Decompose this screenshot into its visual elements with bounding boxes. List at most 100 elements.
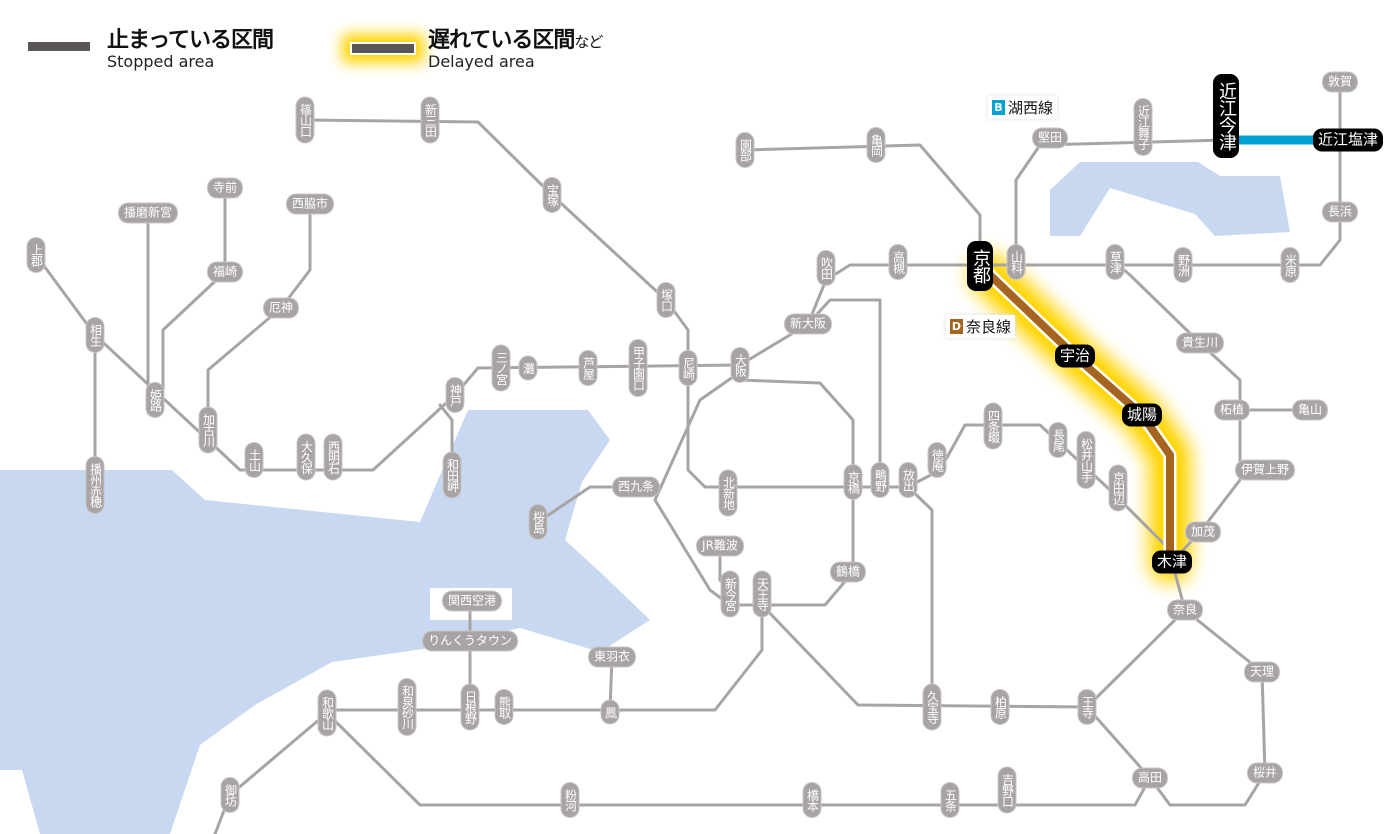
station-kusatsu[interactable]: 草津 bbox=[1106, 245, 1124, 279]
station-okubo[interactable]: 大久保 bbox=[297, 434, 315, 480]
rail-line bbox=[743, 143, 982, 268]
station-kyuhoji[interactable]: 久宝寺 bbox=[923, 684, 941, 730]
osaka-bay bbox=[0, 410, 650, 834]
station-amagasaki[interactable]: 尼崎 bbox=[679, 351, 697, 385]
station-sonobe[interactable]: 園部 bbox=[736, 133, 754, 167]
kosei-badge: B bbox=[992, 100, 1005, 115]
station-yasu[interactable]: 野洲 bbox=[1174, 248, 1192, 282]
rail-line bbox=[206, 202, 312, 442]
station-kakogawa[interactable]: 加古川 bbox=[199, 407, 217, 453]
station-aioi[interactable]: 相生 bbox=[86, 318, 104, 352]
station-nishikujo[interactable]: 西九条 bbox=[612, 477, 660, 497]
station-tsuge[interactable]: 柘植 bbox=[1214, 400, 1250, 420]
station-nada[interactable]: 灘 bbox=[519, 356, 537, 380]
station-shigino[interactable]: 鴫野 bbox=[871, 463, 889, 497]
station-himeji[interactable]: 姫路 bbox=[146, 383, 164, 417]
station-teramae[interactable]: 寺前 bbox=[207, 178, 243, 198]
nara-line-name: 奈良線 bbox=[966, 318, 1012, 336]
station-tsuruhashi[interactable]: 鶴橋 bbox=[830, 562, 866, 582]
station-takatsuki[interactable]: 高槻 bbox=[889, 245, 907, 279]
station-jrnamba[interactable]: JR難波 bbox=[697, 536, 743, 556]
station-nishiwakishi[interactable]: 西脇市 bbox=[286, 194, 334, 214]
station-banshuako[interactable]: 播州赤穂 bbox=[86, 457, 104, 513]
delayed-legend-swatch bbox=[350, 42, 416, 55]
rail-line bbox=[325, 603, 764, 712]
station-kameyama[interactable]: 亀山 bbox=[1292, 400, 1328, 420]
legend-stopped: 止まっている区間 Stopped area bbox=[107, 22, 274, 71]
station-omiimazu[interactable]: 近江今津 bbox=[1213, 74, 1239, 158]
station-tokuan[interactable]: 徳庵 bbox=[928, 443, 946, 477]
station-otori[interactable]: 鳳 bbox=[601, 700, 619, 724]
rail-line bbox=[1014, 138, 1228, 264]
station-tsuruga[interactable]: 敦賀 bbox=[1322, 72, 1358, 92]
station-fukusaki[interactable]: 福崎 bbox=[207, 262, 243, 282]
station-kyotanabe[interactable]: 京田辺 bbox=[1109, 465, 1127, 511]
station-shijonawate[interactable]: 四条畷 bbox=[984, 403, 1002, 449]
station-osaka[interactable]: 大阪 bbox=[731, 348, 749, 382]
station-nagahama[interactable]: 長浜 bbox=[1322, 202, 1358, 222]
rail-line bbox=[906, 485, 934, 709]
station-matsuiyamate[interactable]: 松井山手 bbox=[1077, 432, 1095, 488]
land-patch bbox=[0, 770, 40, 834]
line-label-nara[interactable]: D 奈良線 bbox=[946, 315, 1016, 338]
station-hineno[interactable]: 日根野 bbox=[461, 684, 479, 730]
station-yakujin[interactable]: 厄神 bbox=[263, 298, 299, 318]
station-takada[interactable]: 高田 bbox=[1132, 768, 1168, 788]
station-tennoji[interactable]: 天王寺 bbox=[753, 571, 771, 617]
station-tenri[interactable]: 天理 bbox=[1244, 662, 1280, 682]
station-rinkutown[interactable]: りんくうタウン bbox=[423, 631, 517, 651]
station-katata[interactable]: 堅田 bbox=[1032, 128, 1068, 148]
station-hashimoto[interactable]: 橋本 bbox=[803, 783, 821, 817]
station-joyo[interactable]: 城陽 bbox=[1121, 403, 1163, 427]
station-tsukaguchi[interactable]: 塚口 bbox=[657, 283, 675, 317]
station-kobe[interactable]: 神戸 bbox=[446, 378, 464, 412]
station-kumatori[interactable]: 熊取 bbox=[495, 690, 513, 724]
station-kashiwara[interactable]: 柏原 bbox=[991, 690, 1009, 724]
station-takarazuka[interactable]: 宝塚 bbox=[543, 178, 561, 212]
station-sakurai[interactable]: 桜井 bbox=[1247, 763, 1283, 783]
station-kokawa[interactable]: 粉河 bbox=[561, 783, 579, 817]
station-sannomiya[interactable]: 三ノ宮 bbox=[492, 345, 510, 391]
station-hanaten[interactable]: 放出 bbox=[899, 463, 917, 497]
station-maibara[interactable]: 米原 bbox=[1281, 248, 1299, 282]
station-shinimamiya[interactable]: 新今宮 bbox=[721, 571, 739, 617]
station-oji[interactable]: 王寺 bbox=[1078, 690, 1096, 724]
station-yoshinoguchi[interactable]: 吉野口 bbox=[998, 767, 1016, 813]
station-igaueno[interactable]: 伊賀上野 bbox=[1235, 460, 1295, 480]
station-wakayama[interactable]: 和歌山 bbox=[318, 690, 336, 736]
station-tsuchiyama[interactable]: 土山 bbox=[245, 443, 263, 477]
station-omimaiko[interactable]: 近江舞子 bbox=[1134, 99, 1152, 155]
station-ashiya[interactable]: 芦屋 bbox=[579, 351, 597, 385]
station-gojo[interactable]: 五条 bbox=[941, 783, 959, 817]
station-omishiotsu[interactable]: 近江塩津 bbox=[1312, 128, 1384, 152]
station-wadamisaki[interactable]: 和田岬 bbox=[443, 452, 461, 498]
station-harimashingu[interactable]: 播磨新宮 bbox=[118, 203, 178, 223]
line-label-kosei[interactable]: B 湖西線 bbox=[988, 96, 1058, 119]
station-kitashinchi[interactable]: 北新地 bbox=[719, 470, 737, 516]
station-kamigori[interactable]: 上郡 bbox=[27, 238, 45, 272]
station-kizu[interactable]: 木津 bbox=[1151, 550, 1193, 574]
lake-biwa bbox=[1050, 162, 1290, 236]
station-nara[interactable]: 奈良 bbox=[1167, 600, 1203, 620]
station-kyobashi[interactable]: 京橋 bbox=[844, 465, 862, 499]
station-uji[interactable]: 宇治 bbox=[1054, 344, 1096, 368]
station-kibukawa[interactable]: 貴生川 bbox=[1176, 333, 1224, 353]
station-kyoto[interactable]: 京都 bbox=[967, 241, 993, 291]
station-kansaiairport[interactable]: 関西空港 bbox=[442, 591, 502, 611]
station-shinsanda[interactable]: 新三田 bbox=[421, 97, 439, 143]
station-nishiakashi[interactable]: 西明石 bbox=[324, 434, 342, 480]
station-koshienguchi[interactable]: 甲子園口 bbox=[629, 340, 647, 396]
station-kameoka[interactable]: 亀岡 bbox=[867, 128, 885, 162]
station-kamo[interactable]: 加茂 bbox=[1185, 522, 1221, 542]
station-nagao[interactable]: 長尾 bbox=[1049, 423, 1067, 457]
station-higashihagoromo[interactable]: 東羽衣 bbox=[588, 647, 636, 667]
station-sakurajima[interactable]: 桜島 bbox=[529, 505, 547, 539]
station-yamashina[interactable]: 山科 bbox=[1007, 245, 1025, 279]
station-suita[interactable]: 吹田 bbox=[817, 251, 835, 285]
station-sasayamaguchi[interactable]: 篠山口 bbox=[296, 97, 314, 143]
water-areas bbox=[0, 162, 1290, 834]
station-gobo[interactable]: 御坊 bbox=[221, 778, 239, 812]
station-shinosaka[interactable]: 新大阪 bbox=[784, 314, 832, 334]
station-izumisunagawa[interactable]: 和泉砂川 bbox=[398, 679, 416, 735]
